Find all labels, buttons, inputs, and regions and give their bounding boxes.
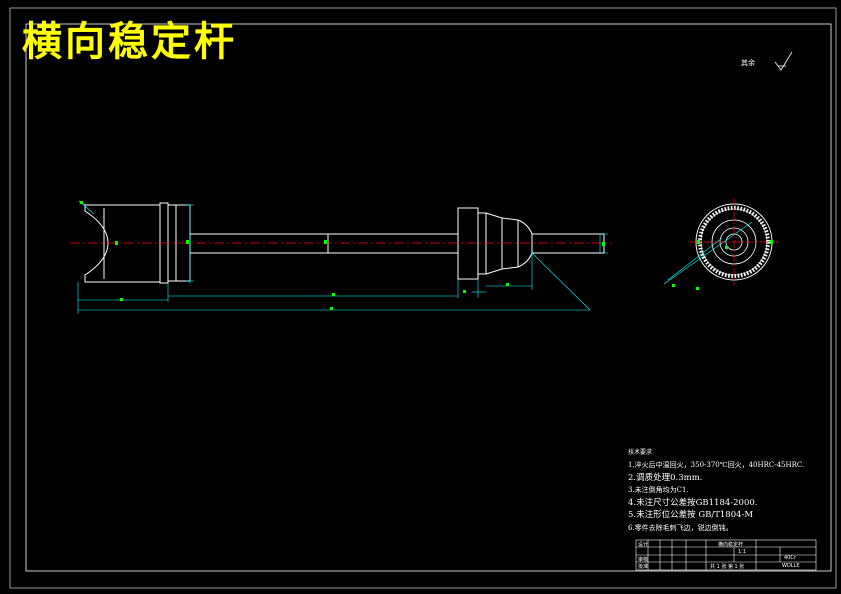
title-block-sheet-info: 共 1 张 第 1 张 bbox=[710, 564, 745, 570]
title-block-scale: 1:1 bbox=[738, 549, 747, 555]
title-block-approve-label: 批准 bbox=[638, 564, 649, 570]
dimension-markers bbox=[80, 201, 605, 310]
drawing-title: 横向稳定杆 bbox=[22, 19, 237, 65]
technical-requirements: 技术要求 1.淬火后中温回火，350-370℃回火，40HRC-45HRC. 2… bbox=[628, 447, 828, 534]
note-item: 2.调质处理0.3mm. bbox=[628, 472, 703, 483]
inner-frame bbox=[25, 23, 832, 572]
notes-heading: 技术要求 bbox=[628, 449, 653, 456]
outer-frame bbox=[9, 7, 837, 589]
note-item: 5.未注形位公差按 GB/T1804-M bbox=[628, 510, 754, 520]
title-block-drawing-number: WDLLE bbox=[782, 563, 800, 569]
note-item: 1.淬火后中温回火，350-370℃回火，40HRC-45HRC. bbox=[628, 461, 805, 469]
title-block-design-label: 设计 bbox=[638, 542, 649, 548]
dimension-lines bbox=[77, 200, 608, 314]
roughness-icon bbox=[774, 51, 793, 71]
title-block bbox=[635, 539, 817, 571]
note-item: 6.零件去除毛刺飞边，锐边倒钝。 bbox=[628, 523, 733, 532]
title-block-part-name: 横向稳定杆 bbox=[718, 542, 744, 548]
title-block-check-label: 审核 bbox=[638, 557, 649, 563]
roughness-label: 其余 bbox=[741, 59, 755, 67]
shaft-side-view bbox=[84, 202, 605, 284]
title-block-material: 40Cr bbox=[784, 555, 796, 561]
end-view bbox=[663, 198, 778, 290]
note-item: 3.未注倒角均为C1. bbox=[628, 486, 689, 494]
note-item: 4.未注尺寸公差按GB1184-2000. bbox=[628, 497, 758, 508]
